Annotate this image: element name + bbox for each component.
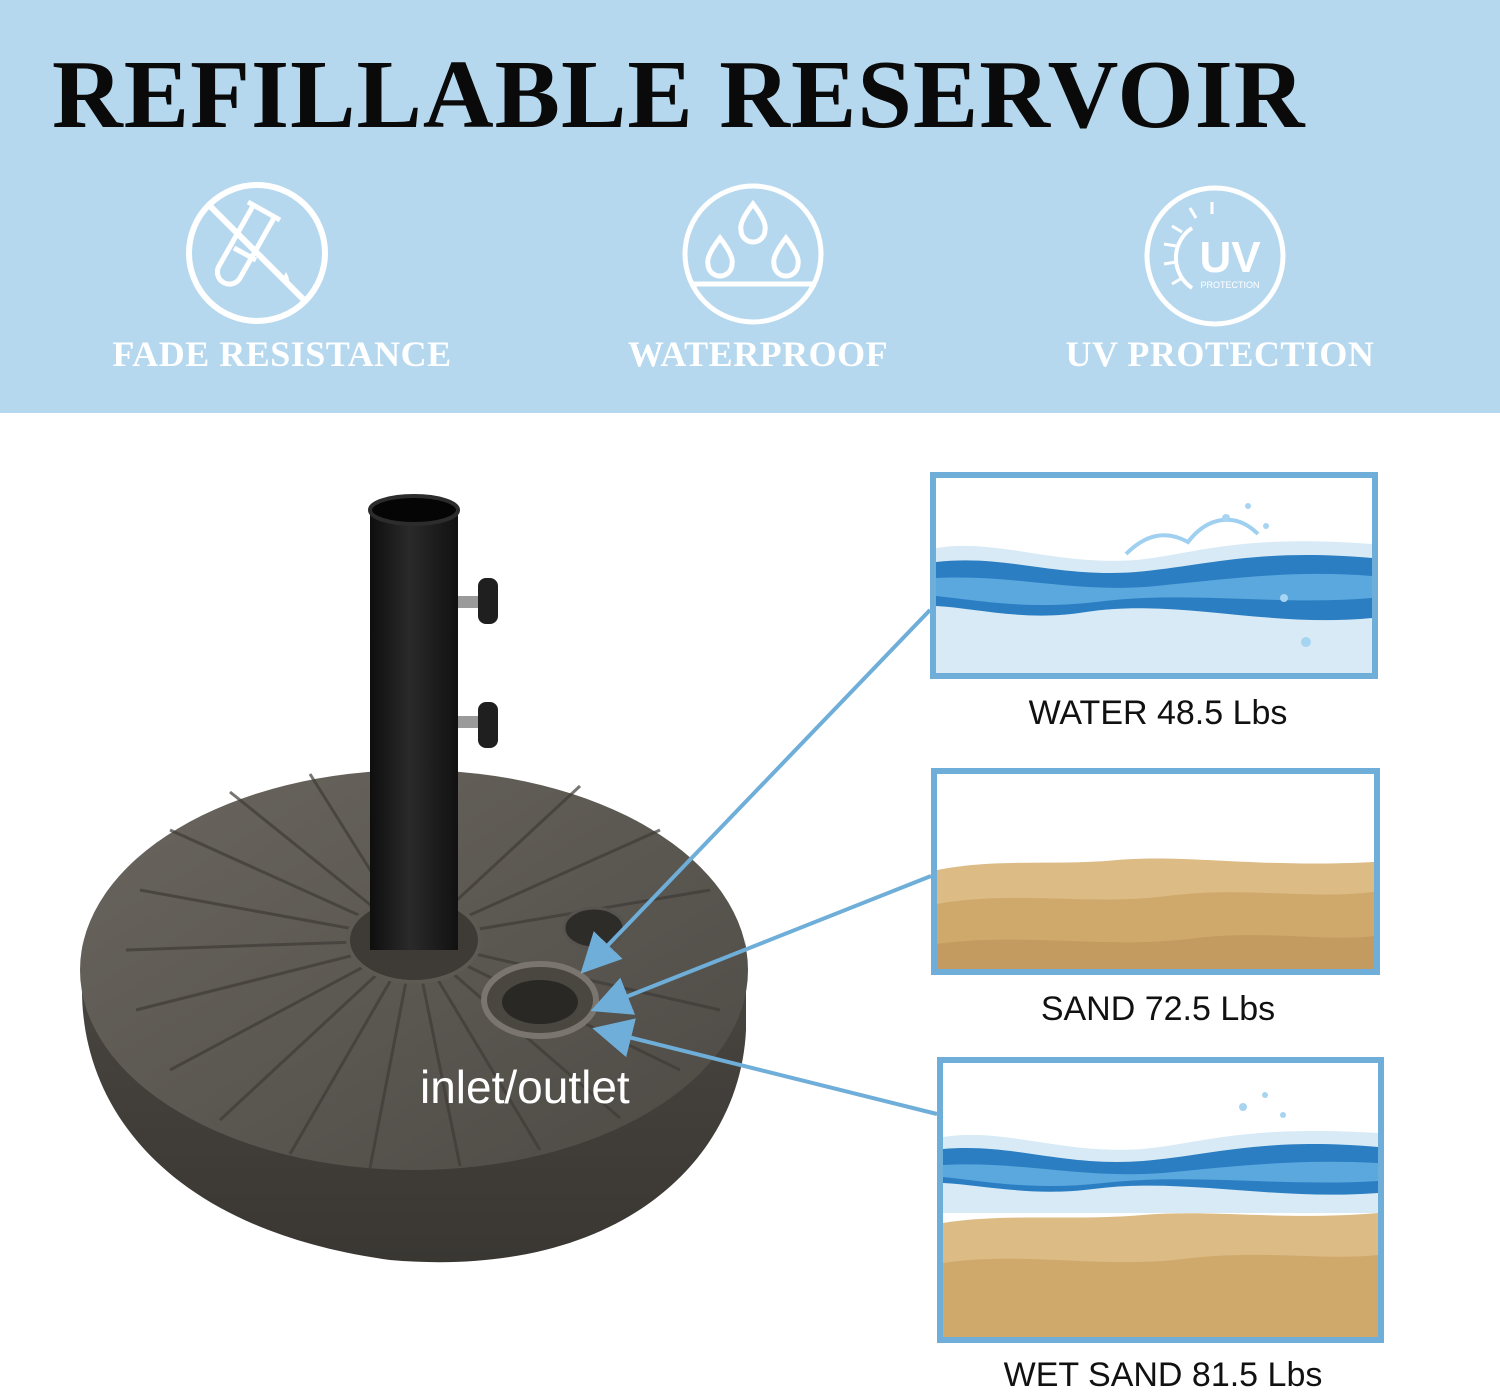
- water-fill-image: [930, 472, 1378, 679]
- base-side-wall: [82, 940, 746, 1263]
- feature-label: UV PROTECTION: [1065, 334, 1375, 374]
- header-banner: REFILLABLE RESERVOIR FADE RESISTANCE WAT…: [0, 0, 1500, 413]
- uv-sun-icon: UV PROTECTION: [1144, 185, 1286, 327]
- feature-waterproof: WATERPROOF: [548, 178, 968, 378]
- sand-weight-caption: SAND 72.5 Lbs: [1040, 990, 1276, 1028]
- feature-fade-resistance: FADE RESISTANCE: [72, 178, 492, 378]
- page-title: REFILLABLE RESERVOIR: [52, 41, 1306, 149]
- uv-badge-subtext: PROTECTION: [1200, 280, 1259, 290]
- feature-uv-protection: UV PROTECTION UV PROTECTION: [1010, 178, 1430, 378]
- feature-label: WATERPROOF: [627, 334, 889, 374]
- water-drops-icon: [682, 183, 824, 325]
- port-cap: [562, 906, 626, 950]
- feature-label: FADE RESISTANCE: [112, 334, 452, 374]
- pole: [370, 510, 458, 950]
- no-chemicals-icon: [186, 182, 328, 324]
- sand-fill-image: [931, 768, 1380, 975]
- uv-badge-text: UV: [1199, 233, 1261, 282]
- wet-sand-weight-caption: WET SAND 81.5 Lbs: [1003, 1356, 1323, 1394]
- inlet-outlet-label: inlet/outlet: [420, 1061, 630, 1113]
- tension-knob: [458, 578, 498, 748]
- wet-sand-fill-image: [937, 1057, 1384, 1343]
- umbrella-base-illustration: [80, 494, 748, 1263]
- water-weight-caption: WATER 48.5 Lbs: [1028, 694, 1288, 732]
